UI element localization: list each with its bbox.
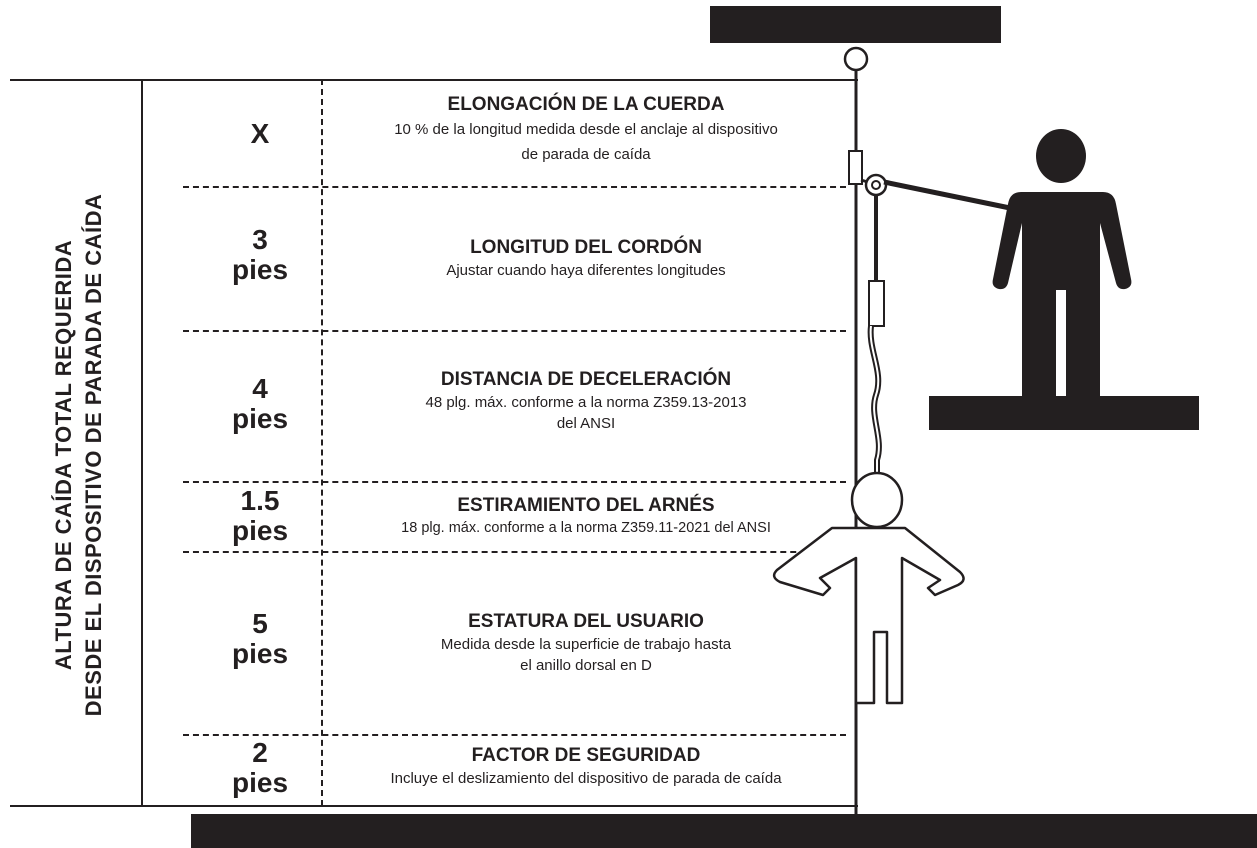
row-divider-3 xyxy=(183,481,846,483)
rope-stretch-desc-2: de parada de caída xyxy=(521,146,651,163)
deceleration-distance-number: 4 xyxy=(252,373,268,404)
shock-absorber xyxy=(868,280,885,327)
worker-height-text: ESTATURA DEL USUARIO Medida desde la sup… xyxy=(322,610,850,676)
row-divider-5 xyxy=(183,734,846,736)
harness-stretch-title: ESTIRAMIENTO DEL ARNÉS xyxy=(457,495,715,516)
deceleration-distance-title: DISTANCIA DE DECELERACIÓN xyxy=(440,369,732,390)
lanyard-length-number: 3 xyxy=(252,224,268,255)
row-divider-4 xyxy=(183,551,846,553)
safety-factor-value: 2 pies xyxy=(200,738,320,798)
safety-factor-desc-1: Incluye el deslizamiento del dispositivo… xyxy=(390,770,782,787)
top-border-line xyxy=(10,79,858,81)
fallen-worker-icon xyxy=(772,471,965,705)
rope-stretch-value: X xyxy=(250,118,270,149)
lanyard-length-text: LONGITUD DEL CORDÓN Ajustar cuando haya … xyxy=(322,236,850,281)
worker-height-unit: pies xyxy=(231,638,289,669)
lanyard-to-worker xyxy=(883,179,1011,211)
value-column-divider xyxy=(321,79,323,806)
lanyard-length-desc-1: Ajustar cuando haya diferentes longitude… xyxy=(446,262,726,279)
safety-factor-text: FACTOR DE SEGURIDAD Incluye el deslizami… xyxy=(322,744,850,789)
row-divider-1 xyxy=(183,186,846,188)
work-platform xyxy=(929,396,1199,430)
safety-factor-unit: pies xyxy=(231,767,289,798)
anchor-beam xyxy=(710,6,1001,43)
lanyard-length-value: 3 pies xyxy=(200,225,320,285)
deceleration-distance-desc-2: del ANSI xyxy=(556,415,616,432)
worker-height-title: ESTATURA DEL USUARIO xyxy=(468,611,704,632)
worker-height-desc-2: el anillo dorsal en D xyxy=(520,657,652,674)
rope-stretch-title: ELONGACIÓN DE LA CUERDA xyxy=(447,94,725,115)
rope-stretch-text: ELONGACIÓN DE LA CUERDA 10 % de la longi… xyxy=(322,93,850,167)
worker-height-number: 5 xyxy=(252,608,268,639)
harness-stretch-desc-1: 18 plg. máx. conforme a la norma Z359.11… xyxy=(401,520,771,536)
deceleration-distance-desc-1: 48 plg. máx. conforme a la norma Z359.13… xyxy=(425,394,747,411)
lanyard-length-unit: pies xyxy=(231,254,289,285)
harness-stretch-number: 1.5 xyxy=(240,485,280,516)
safety-factor-title: FACTOR DE SEGURIDAD xyxy=(471,745,701,766)
harness-stretch-text: ESTIRAMIENTO DEL ARNÉS 18 plg. máx. conf… xyxy=(322,494,850,539)
ground-surface xyxy=(191,814,1257,848)
harness-stretch-value: 1.5 pies xyxy=(200,486,320,546)
rope-stretch-desc-1: 10 % de la longitud medida desde el ancl… xyxy=(394,121,778,138)
deceleration-distance-text: DISTANCIA DE DECELERACIÓN 48 plg. máx. c… xyxy=(322,368,850,434)
standing-worker-icon xyxy=(992,129,1132,397)
deceleration-distance-value: 4 pies xyxy=(200,374,320,434)
safety-factor-number: 2 xyxy=(252,737,268,768)
worker-height-value: 5 pies xyxy=(200,609,320,669)
lanyard-length-title: LONGITUD DEL CORDÓN xyxy=(470,237,702,258)
harness-stretch-unit: pies xyxy=(231,515,289,546)
row-divider-2 xyxy=(183,330,846,332)
bottom-border-line xyxy=(10,805,858,807)
worker-height-desc-1: Medida desde la superficie de trabajo ha… xyxy=(440,636,732,653)
label-column-divider xyxy=(141,79,143,806)
rope-grab-device xyxy=(848,150,863,185)
deceleration-distance-unit: pies xyxy=(231,403,289,434)
anchor-ring-icon xyxy=(843,46,869,72)
